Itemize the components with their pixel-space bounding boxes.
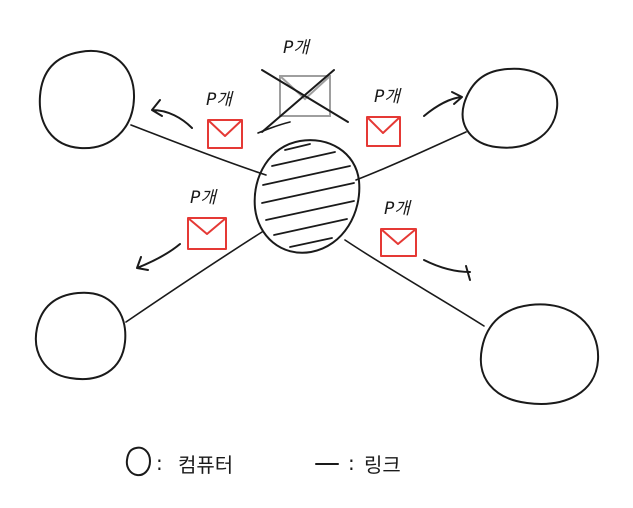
envelope-icon — [380, 228, 417, 257]
computer-top-right — [461, 67, 559, 149]
envelope-icon — [187, 217, 227, 250]
arrow-icon — [151, 99, 193, 129]
arrow-icon — [423, 91, 463, 117]
arrow-icon — [136, 243, 181, 271]
link-bottom-right — [344, 239, 485, 327]
packet-label-upper-right: P개 — [374, 87, 402, 107]
packet-label-top: P개 — [283, 38, 311, 58]
legend-separator-link: : — [348, 451, 355, 475]
legend-computer-symbol — [125, 446, 151, 477]
arrow-icon — [423, 259, 471, 281]
link-blocked — [257, 121, 291, 134]
packet-upper-left: P개 — [151, 90, 243, 149]
legend-computer-label: 컴퓨터 — [178, 453, 233, 477]
packet-label-upper-left: P개 — [206, 90, 234, 110]
packet-lower-right: P개 — [380, 199, 471, 281]
computer-bottom-right — [479, 303, 600, 405]
computer-top-left — [38, 49, 136, 150]
legend-link-label: 링크 — [364, 453, 401, 477]
packet-upper-right: P개 — [366, 87, 463, 147]
legend-separator-computer: : — [156, 451, 163, 475]
link-top-right — [355, 131, 467, 181]
link-bottom-left — [125, 231, 263, 323]
packet-label-lower-right: P개 — [384, 199, 412, 219]
blocked-packet: P개 — [261, 38, 349, 133]
legend: : 컴퓨터 : 링크 — [125, 446, 401, 477]
packet-lower-left: P개 — [136, 188, 227, 271]
central-computer — [253, 139, 361, 254]
crossed-envelope-icon — [279, 75, 331, 117]
link-top-left — [130, 124, 267, 176]
packet-label-lower-left: P개 — [190, 188, 218, 208]
computer-bottom-left — [34, 291, 127, 380]
envelope-icon — [366, 116, 401, 147]
envelope-icon — [207, 119, 243, 149]
